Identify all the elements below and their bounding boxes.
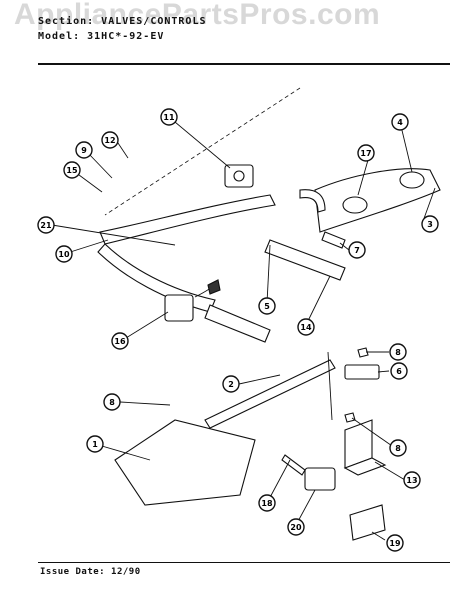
- svg-text:8: 8: [109, 398, 115, 407]
- svg-text:21: 21: [40, 221, 52, 230]
- manifold-branch: [97, 243, 216, 313]
- bottom-shield: [114, 419, 256, 506]
- control-valve: [164, 294, 194, 322]
- callout-2: 2: [222, 375, 240, 393]
- callout-4: 4: [391, 113, 409, 131]
- svg-text:20: 20: [290, 523, 302, 532]
- watermark-text: AppliancePartsPros.com: [14, 0, 381, 31]
- callout-16: 16: [111, 332, 129, 350]
- callout-6: 6: [390, 362, 408, 380]
- callout-12: 12: [101, 131, 119, 149]
- callout-19: 19: [386, 534, 404, 552]
- callout-10: 10: [55, 245, 73, 263]
- pressure-switch: [304, 467, 336, 491]
- burner-cap-right: [399, 171, 425, 189]
- rod-vertical: [327, 351, 333, 421]
- callout-3: 3: [421, 215, 439, 233]
- valve-connector: [207, 279, 221, 295]
- support-rod: [204, 359, 336, 429]
- svg-text:1: 1: [92, 440, 98, 449]
- svg-text:8: 8: [395, 444, 401, 453]
- svg-text:18: 18: [261, 499, 273, 508]
- thermostat-knob: [233, 170, 245, 182]
- svg-text:14: 14: [300, 323, 312, 332]
- section-label: Section: VALVES/CONTROLS: [38, 16, 207, 27]
- svg-text:17: 17: [360, 149, 371, 158]
- svg-text:4: 4: [397, 118, 403, 127]
- channel-bracket: [264, 239, 346, 281]
- callout-8-top: 8: [389, 343, 407, 361]
- screw-small-top: [357, 347, 369, 358]
- svg-text:10: 10: [58, 250, 70, 259]
- svg-text:13: 13: [406, 476, 417, 485]
- manifold-pipe: [99, 194, 276, 245]
- svg-text:6: 6: [396, 367, 402, 376]
- svg-text:15: 15: [66, 166, 78, 175]
- orifice-fitting: [321, 231, 346, 249]
- callout-7: 7: [348, 241, 366, 259]
- svg-text:3: 3: [427, 220, 433, 229]
- igniter-module: [344, 364, 380, 380]
- svg-text:8: 8: [395, 348, 401, 357]
- svg-text:9: 9: [81, 146, 87, 155]
- callout-9: 9: [75, 141, 93, 159]
- header-rule: [38, 63, 450, 65]
- callout-14: 14: [297, 318, 315, 336]
- model-label: Model: 31HC*-92-EV: [38, 31, 165, 42]
- callout-8-left: 8: [103, 393, 121, 411]
- svg-text:16: 16: [114, 337, 126, 346]
- footer-rule: [38, 562, 450, 563]
- svg-text:11: 11: [163, 113, 175, 122]
- issue-date: Issue Date: 12/90: [40, 567, 141, 577]
- svg-text:2: 2: [228, 380, 234, 389]
- callout-1: 1: [86, 435, 104, 453]
- callout-13: 13: [403, 471, 421, 489]
- callout-5: 5: [258, 297, 276, 315]
- burner-cap-left: [342, 196, 368, 214]
- callout-15: 15: [63, 161, 81, 179]
- connector-pin: [281, 454, 306, 476]
- callout-20: 20: [287, 518, 305, 536]
- dashed-guide-line: [104, 87, 301, 216]
- svg-text:19: 19: [389, 539, 401, 548]
- callout-17: 17: [357, 144, 375, 162]
- screw-small-right: [344, 412, 356, 423]
- callout-8-right: 8: [389, 439, 407, 457]
- pipe-bend: [299, 189, 326, 213]
- callout-21: 21: [37, 216, 55, 234]
- svg-text:7: 7: [354, 246, 360, 255]
- svg-text:12: 12: [104, 136, 115, 145]
- svg-text:5: 5: [264, 302, 270, 311]
- callout-18: 18: [258, 494, 276, 512]
- callout-11: 11: [160, 108, 178, 126]
- small-bracket-box: [349, 504, 386, 541]
- valve-body-tube: [204, 304, 271, 343]
